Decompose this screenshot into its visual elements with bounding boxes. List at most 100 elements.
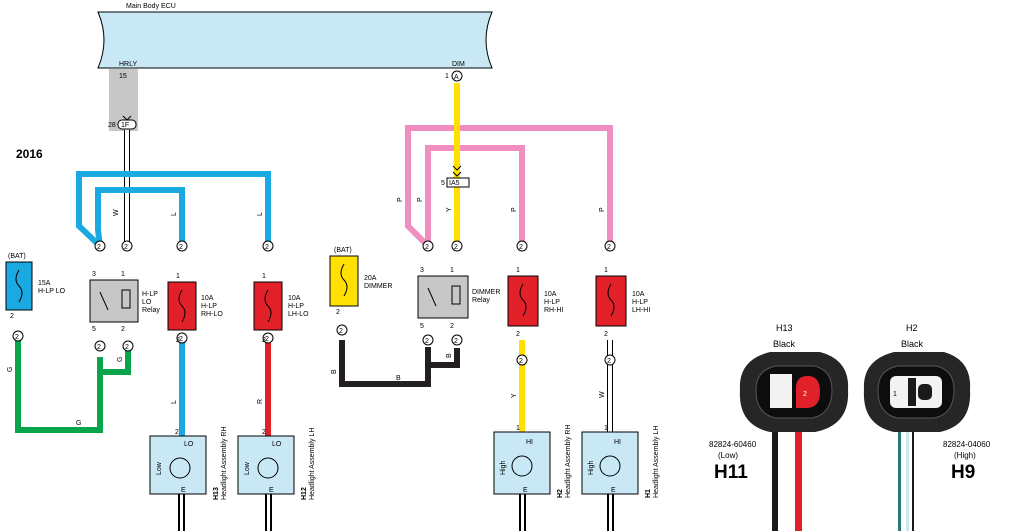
svg-text:(Low): (Low) (718, 451, 738, 460)
svg-text:E: E (611, 487, 616, 494)
svg-text:H-LP: H-LP (544, 299, 560, 306)
svg-text:2: 2 (450, 323, 454, 330)
svg-text:Headlight Assembly LH: Headlight Assembly LH (653, 426, 660, 498)
svg-text:H13: H13 (776, 323, 793, 333)
svg-text:3: 3 (92, 271, 96, 278)
svg-text:2: 2 (10, 313, 14, 320)
svg-text:2: 2 (425, 338, 429, 345)
connector-pins (12, 240, 616, 366)
svg-text:1: 1 (450, 267, 454, 274)
svg-text:W: W (599, 391, 606, 398)
svg-text:2: 2 (262, 429, 266, 436)
svg-text:H2: H2 (557, 489, 564, 498)
svg-text:B: B (446, 353, 453, 358)
connector-photo-h9: H2 Black 1 82824-04060 (High) H9 (863, 323, 991, 531)
ecu-hrly-label: HRLY (119, 61, 137, 68)
headlight-h2: HI High E H2 Headlight Assembly RH 1 (493, 424, 572, 531)
wire-color-labels: W L L G G G L R P P Y P P B B B Y W (7, 197, 606, 427)
svg-text:1F: 1F (121, 122, 129, 129)
connector-photo-h11: H13 Black 2 82824-60460 (Low) H11 (709, 323, 849, 531)
svg-text:Y: Y (446, 207, 453, 212)
conn-dim: A (454, 74, 459, 81)
svg-text:DIMMER: DIMMER (472, 289, 500, 296)
svg-text:10A: 10A (288, 295, 301, 302)
svg-text:2: 2 (125, 344, 129, 351)
svg-text:2: 2 (454, 244, 458, 251)
svg-text:(High): (High) (954, 451, 976, 460)
svg-text:1: 1 (176, 273, 180, 280)
svg-text:3: 3 (420, 267, 424, 274)
svg-text:2: 2 (15, 334, 19, 341)
svg-text:LO: LO (272, 441, 282, 448)
svg-text:H12: H12 (301, 487, 308, 500)
svg-text:2: 2 (179, 336, 183, 343)
svg-text:Low: Low (156, 461, 163, 475)
svg-text:P: P (599, 207, 606, 212)
svg-text:2: 2 (607, 244, 611, 251)
svg-text:2: 2 (803, 391, 807, 398)
svg-text:20A: 20A (364, 275, 377, 282)
svg-text:Black: Black (901, 339, 924, 349)
svg-text:2: 2 (519, 358, 523, 365)
svg-text:H-LP: H-LP (288, 303, 304, 310)
fuse-lh-hi: 1 2 10A H-LP LH-HI (595, 267, 650, 338)
svg-text:(BAT): (BAT) (8, 253, 26, 260)
svg-text:DIMMER: DIMMER (364, 283, 392, 290)
svg-text:82824-04060: 82824-04060 (943, 440, 991, 449)
svg-text:Relay: Relay (142, 307, 160, 314)
relay-hlp-lo: 3 1 5 2 H-LP LO Relay (89, 271, 160, 333)
svg-text:2: 2 (97, 344, 101, 351)
svg-text:2: 2 (454, 338, 458, 345)
svg-text:G: G (76, 420, 81, 427)
fuse-rh-hi: 1 2 10A H-LP RH-HI (507, 267, 563, 338)
headlight-h13: LO Low E H13 Headlight Assembly RH 2 (149, 426, 228, 531)
svg-text:Relay: Relay (472, 297, 490, 304)
svg-text:10A: 10A (201, 295, 214, 302)
svg-text:L: L (257, 212, 264, 216)
svg-text:Black: Black (773, 339, 796, 349)
svg-text:P: P (417, 197, 424, 202)
svg-text:High: High (588, 460, 595, 475)
svg-text:H-LP: H-LP (142, 291, 158, 298)
svg-text:2: 2 (607, 358, 611, 365)
ecu-title: Main Body ECU (126, 3, 176, 10)
svg-text:Headlight Assembly LH: Headlight Assembly LH (309, 428, 316, 500)
svg-text:1: 1 (604, 425, 608, 432)
svg-text:H1: H1 (645, 489, 652, 498)
svg-text:W: W (113, 209, 120, 216)
svg-text:2: 2 (175, 429, 179, 436)
svg-text:2: 2 (339, 328, 343, 335)
svg-text:G: G (7, 367, 14, 372)
svg-text:2: 2 (121, 326, 125, 333)
svg-text:P: P (511, 207, 518, 212)
svg-text:IA5: IA5 (449, 180, 460, 187)
svg-text:E: E (523, 487, 528, 494)
svg-text:H9: H9 (951, 462, 975, 483)
headlight-h12: LO Low E H12 Headlight Assembly LH 2 (237, 428, 316, 531)
svg-text:G: G (117, 357, 124, 362)
svg-text:HI: HI (526, 439, 533, 446)
ecu-dim-label: DIM (452, 61, 465, 68)
svg-text:5: 5 (441, 180, 445, 187)
svg-text:R: R (257, 399, 264, 404)
svg-text:Headlight Assembly RH: Headlight Assembly RH (221, 426, 228, 500)
fuse-hlp-lo: (BAT) 15A H-LP LO 2 (5, 253, 66, 320)
svg-text:H-LP LO: H-LP LO (38, 288, 66, 295)
svg-text:5: 5 (420, 323, 424, 330)
svg-text:15A: 15A (38, 280, 51, 287)
fuse-rh-lo: 1 2 10A H-LP RH-LO (167, 273, 223, 344)
svg-text:2: 2 (179, 244, 183, 251)
svg-text:82824-60460: 82824-60460 (709, 440, 757, 449)
svg-text:LH-HI: LH-HI (632, 307, 650, 314)
svg-text:1: 1 (262, 273, 266, 280)
main-body-ecu: Main Body ECU HRLY DIM (97, 3, 493, 69)
svg-text:(BAT): (BAT) (334, 247, 352, 254)
fuse-dimmer: (BAT) 20A DIMMER 2 (329, 247, 392, 316)
svg-text:2: 2 (176, 337, 180, 344)
svg-text:H2: H2 (906, 323, 918, 333)
svg-text:2: 2 (265, 336, 269, 343)
svg-text:B: B (396, 375, 401, 382)
svg-text:L: L (171, 212, 178, 216)
relay-dimmer: 3 1 5 2 DIMMER Relay (417, 267, 500, 330)
